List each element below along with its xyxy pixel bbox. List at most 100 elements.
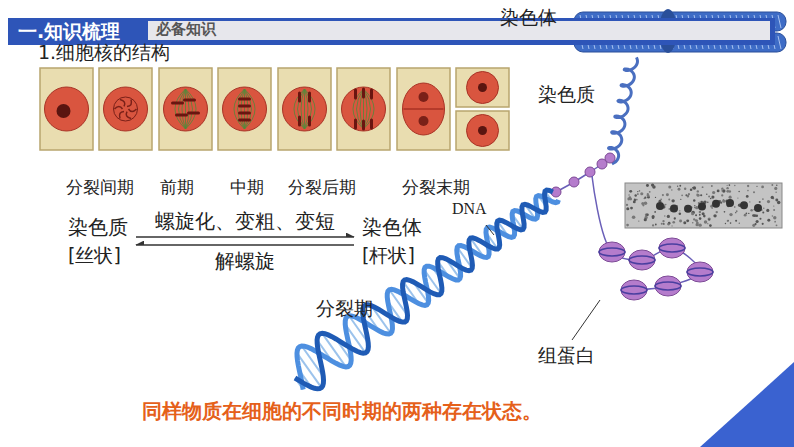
speckle xyxy=(681,194,683,196)
section-title: 1.细胞核的结构 xyxy=(38,40,170,66)
edge-label: 解螺旋 xyxy=(213,248,277,275)
chromosome xyxy=(370,90,373,98)
chromosome xyxy=(354,90,357,98)
speckle xyxy=(773,216,776,219)
spindle xyxy=(357,89,364,129)
speckle xyxy=(756,220,759,223)
speckle xyxy=(692,222,694,224)
spindle xyxy=(364,89,368,129)
speckle xyxy=(693,199,695,201)
speckle xyxy=(726,187,728,189)
spindle xyxy=(175,89,186,129)
speckle xyxy=(753,191,755,193)
cleavage xyxy=(404,108,444,110)
speckle xyxy=(662,194,664,196)
speckle xyxy=(634,199,636,201)
speckle xyxy=(709,224,712,227)
speckle xyxy=(674,217,676,219)
speckle xyxy=(773,205,774,206)
nucleus xyxy=(419,92,429,102)
speckle xyxy=(679,185,681,187)
cell-panel xyxy=(337,68,390,150)
speckle xyxy=(695,219,697,221)
spindle xyxy=(305,89,316,129)
state-text: [杆状] xyxy=(362,241,422,269)
speckle xyxy=(672,221,675,224)
speckle xyxy=(660,199,662,201)
speckle xyxy=(652,215,655,218)
state-text: [丝状] xyxy=(68,241,128,269)
cell-panel xyxy=(278,68,331,150)
speckle xyxy=(694,207,695,208)
speckle xyxy=(747,190,749,192)
speckle xyxy=(634,198,636,200)
speckle xyxy=(628,194,629,195)
heading-text: 必备知识 xyxy=(156,21,762,38)
nucleosome xyxy=(655,276,681,296)
speckle xyxy=(735,212,736,213)
bead-string xyxy=(556,158,610,192)
speckle xyxy=(777,201,780,204)
speckle xyxy=(774,187,777,190)
speckle xyxy=(678,188,681,191)
cell-panel xyxy=(456,68,509,107)
speckle xyxy=(697,194,700,197)
speckle xyxy=(626,207,629,210)
chromosome xyxy=(298,117,301,125)
chromosome xyxy=(298,93,301,101)
speckle xyxy=(774,221,776,223)
part-label: 染色体 xyxy=(500,5,557,31)
spindle xyxy=(364,89,375,129)
speckle xyxy=(664,204,665,205)
part-label: 分裂期 xyxy=(316,296,373,322)
speckle xyxy=(750,209,752,211)
speckle xyxy=(729,184,731,186)
speckle xyxy=(695,214,697,216)
speckle xyxy=(646,184,649,187)
speckle xyxy=(693,186,697,190)
speckle xyxy=(759,218,761,220)
speckle xyxy=(762,223,764,225)
speckle xyxy=(767,219,770,222)
speckle xyxy=(704,220,708,224)
cell xyxy=(403,83,445,135)
speckle xyxy=(632,215,636,219)
micrograph xyxy=(625,183,782,228)
spindle xyxy=(304,89,305,129)
speckle xyxy=(724,211,726,213)
spindle xyxy=(360,89,364,129)
dna-wrap xyxy=(599,248,625,256)
cell xyxy=(45,87,89,131)
speckle xyxy=(716,211,718,213)
micrograph-bead xyxy=(656,202,664,210)
speckle xyxy=(668,185,671,188)
speckle xyxy=(630,207,633,210)
speckle xyxy=(644,218,647,221)
spindle xyxy=(294,89,305,129)
speckle xyxy=(753,214,756,217)
micrograph-bead xyxy=(684,205,692,213)
leader-lines xyxy=(486,225,600,340)
speckle xyxy=(744,214,747,217)
spindle xyxy=(245,89,252,129)
corner-triangle xyxy=(700,362,794,447)
cell-panel xyxy=(456,111,509,150)
cell-row xyxy=(40,68,509,150)
speckle xyxy=(749,201,750,202)
state-node: 染色质[丝状] xyxy=(64,213,132,269)
speckle xyxy=(671,199,674,202)
speckle xyxy=(712,191,715,194)
speckle xyxy=(665,204,666,205)
speckle xyxy=(667,223,669,225)
summary-note: 同样物质在细胞的不同时期的两种存在状态。 xyxy=(142,398,542,425)
cell xyxy=(164,87,208,131)
speckle xyxy=(629,190,632,193)
chromatin-coil xyxy=(608,57,637,164)
speckle xyxy=(747,185,749,187)
speckle xyxy=(763,208,764,209)
speckle xyxy=(772,215,773,216)
nucleus xyxy=(114,97,138,121)
phase-label: 分裂末期 xyxy=(402,176,470,199)
nucleosomes xyxy=(592,176,713,300)
header-band: 一.知识梳理必备知识 xyxy=(8,18,775,45)
